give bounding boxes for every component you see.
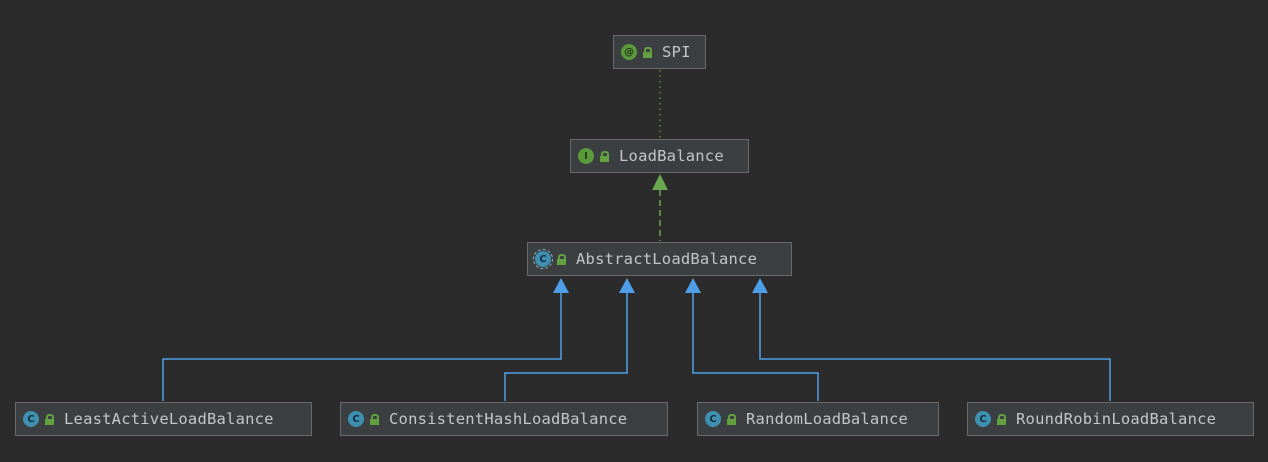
class-icon: C bbox=[348, 411, 364, 427]
lock-open-icon bbox=[643, 46, 652, 58]
extends-link-consistent-hash bbox=[504, 292, 628, 401]
class-icon: C bbox=[975, 411, 991, 427]
node-round-robin-load-balance[interactable]: C RoundRobinLoadBalance bbox=[967, 402, 1254, 436]
node-label: ConsistentHashLoadBalance bbox=[389, 410, 628, 428]
node-label: AbstractLoadBalance bbox=[576, 250, 758, 268]
node-abstract-load-balance[interactable]: C AbstractLoadBalance bbox=[527, 242, 792, 276]
lock-open-icon bbox=[557, 253, 566, 265]
lock-open-icon bbox=[370, 413, 379, 425]
extends-arrowhead-consistent-hash bbox=[619, 278, 635, 293]
abstract-class-icon: C bbox=[533, 249, 553, 269]
lock-open-icon bbox=[45, 413, 54, 425]
node-label: LoadBalance bbox=[619, 147, 724, 165]
class-icon: C bbox=[23, 411, 39, 427]
extends-arrowhead-round-robin bbox=[752, 278, 768, 293]
node-spi[interactable]: @ SPI bbox=[613, 35, 706, 69]
node-load-balance[interactable]: I LoadBalance bbox=[570, 139, 749, 173]
interface-icon: I bbox=[578, 148, 594, 164]
extends-link-round-robin bbox=[759, 292, 1111, 401]
class-icon: C bbox=[705, 411, 721, 427]
node-random-load-balance[interactable]: C RandomLoadBalance bbox=[697, 402, 939, 436]
extends-link-least-active bbox=[162, 292, 562, 401]
node-label: RoundRobinLoadBalance bbox=[1016, 410, 1217, 428]
annotation-icon: @ bbox=[621, 44, 637, 60]
node-label: RandomLoadBalance bbox=[746, 410, 909, 428]
extends-arrowhead-random bbox=[685, 278, 701, 293]
node-consistent-hash-load-balance[interactable]: C ConsistentHashLoadBalance bbox=[340, 402, 668, 436]
node-label: SPI bbox=[662, 43, 691, 61]
lock-open-icon bbox=[727, 413, 736, 425]
node-label: LeastActiveLoadBalance bbox=[64, 410, 274, 428]
lock-open-icon bbox=[997, 413, 1006, 425]
implements-arrowhead bbox=[652, 174, 668, 190]
extends-link-random bbox=[692, 292, 819, 401]
lock-open-icon bbox=[600, 150, 609, 162]
node-least-active-load-balance[interactable]: C LeastActiveLoadBalance bbox=[15, 402, 312, 436]
extends-arrowhead-least-active bbox=[553, 278, 569, 293]
